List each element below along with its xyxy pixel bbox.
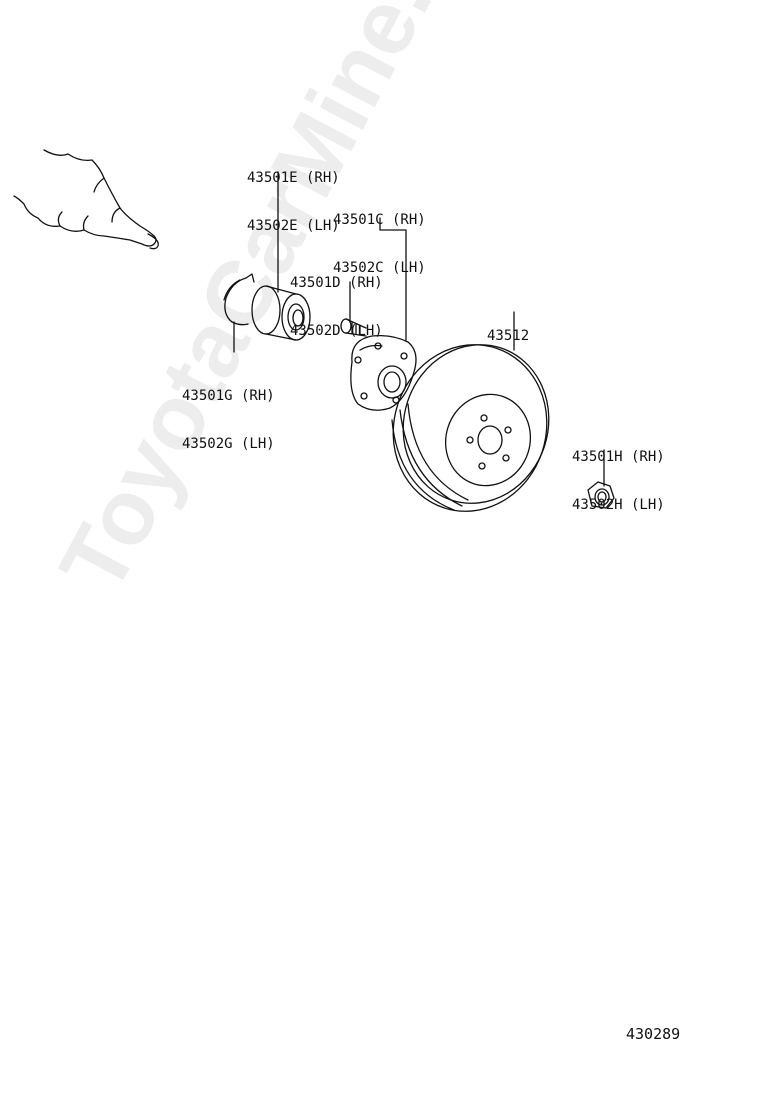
callout-nut: 43501H (RH) 43502H (LH): [572, 417, 665, 545]
hub-bolt: [340, 318, 367, 337]
callout-bolt: 43501D (RH) 43502D (LH): [290, 243, 383, 371]
callout-nut-rh: 43501H (RH): [572, 449, 665, 465]
callout-hub-lh: 43502C (LH): [333, 260, 426, 276]
callout-bearing: 43501E (RH) 43502E (LH): [247, 138, 340, 266]
callout-hub: 43501C (RH) 43502C (LH): [333, 180, 426, 308]
callout-snap-ring-rh: 43501G (RH): [182, 388, 275, 404]
callout-hub-rh: 43501C (RH): [333, 212, 426, 228]
callout-nut-lh: 43502H (LH): [572, 497, 665, 513]
callout-bolt-lh: 43502D (LH): [290, 323, 383, 339]
brake-disc: [391, 344, 550, 512]
diagram-number: 430289: [626, 1025, 681, 1043]
callout-bolt-rh: 43501D (RH): [290, 275, 383, 291]
snap-ring: [223, 273, 255, 326]
hub-nut: [587, 481, 615, 509]
pointing-hand-icon: [13, 149, 159, 250]
callout-bearing-rh: 43501E (RH): [247, 170, 340, 186]
callout-disc-number: 43512: [487, 328, 530, 344]
callout-snap-ring-lh: 43502G (LH): [182, 436, 275, 452]
leader-lines: [233, 171, 605, 487]
callout-disc: 43512: [487, 296, 529, 376]
callout-bearing-lh: 43502E (LH): [247, 218, 340, 234]
bearing: [251, 285, 311, 341]
callout-snap-ring: 43501G (RH) 43502G (LH): [182, 356, 275, 484]
